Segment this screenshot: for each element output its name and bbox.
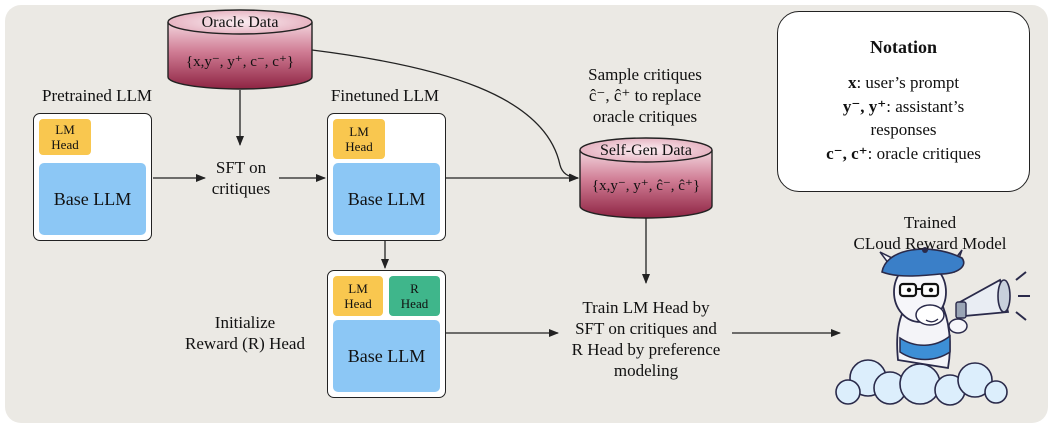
- notation-y: y⁻, y⁺: assistant’s: [778, 96, 1029, 118]
- pretrained-base-llm: Base LLM: [39, 163, 146, 235]
- reward-lm-head-line2: Head: [344, 296, 372, 311]
- oracle-data-content: {x,y⁻, y⁺, c⁻, c⁺}: [185, 54, 295, 70]
- notation-c-desc: : oracle critiques: [867, 144, 981, 163]
- pretrained-lm-head: LM Head: [39, 119, 91, 155]
- llama-with-megaphone-icon: [835, 247, 1030, 406]
- sample-step-line3: oracle critiques: [592, 107, 698, 126]
- train-step-line1: Train LM Head by: [582, 298, 710, 317]
- reward-llm-box: LM Head R Head Base LLM: [327, 270, 446, 398]
- sft-step-line2: critiques: [211, 179, 271, 198]
- arrow-oracle-to-selfgen: [311, 49, 579, 182]
- init-step-line1: Initialize: [214, 313, 276, 332]
- notation-x-desc: : user’s prompt: [856, 73, 960, 92]
- sample-step-line1: Sample critiques: [588, 65, 702, 84]
- notation-title: Notation: [870, 37, 937, 57]
- notation-box: Notation x: user’s prompt y⁻, y⁺: assist…: [777, 11, 1030, 192]
- notation-y-desc2: responses: [870, 120, 937, 139]
- notation-c: c⁻, c⁺: oracle critiques: [778, 143, 1029, 165]
- sft-step-line1: SFT on: [215, 158, 267, 177]
- notation-c-symbol: c⁻, c⁺: [826, 144, 868, 163]
- finetuned-lm-head-line1: LM: [349, 124, 369, 139]
- notation-y-desc: : assistant’s: [886, 97, 965, 116]
- pretrained-lm-head-label: LM Head: [51, 122, 79, 152]
- reward-r-head-line1: R: [410, 281, 419, 296]
- result-line1: Trained: [903, 213, 957, 232]
- sample-step-line2: ĉ⁻, ĉ⁺ to replace: [588, 86, 702, 105]
- train-step-line2: SFT on critiques and: [575, 319, 717, 338]
- finetuned-llm-box: LM Head Base LLM: [327, 113, 446, 241]
- oracle-data-title: Oracle Data: [201, 14, 279, 31]
- notation-x-symbol: x: [847, 73, 857, 92]
- finetuned-base-llm: Base LLM: [333, 163, 440, 235]
- notation-x: x: user’s prompt: [778, 72, 1029, 94]
- selfgen-data-title: Self-Gen Data: [600, 142, 692, 159]
- pretrained-llm-box: LM Head Base LLM: [33, 113, 152, 241]
- pretrained-llm-title: Pretrained LLM: [42, 86, 152, 105]
- init-step-line2: Reward (R) Head: [185, 334, 305, 353]
- reward-lm-head: LM Head: [333, 276, 383, 316]
- oracle-data-cylinder: [167, 9, 313, 90]
- finetuned-lm-head: LM Head: [333, 119, 385, 159]
- train-step-line4: modeling: [613, 361, 679, 380]
- reward-lm-head-line1: LM: [348, 281, 368, 296]
- selfgen-data-cylinder: [579, 137, 713, 219]
- reward-r-head-line2: Head: [400, 296, 429, 311]
- result-line2: CLoud Reward Model: [853, 234, 1007, 253]
- selfgen-data-content: {x,y⁻, y⁺, ĉ⁻, ĉ⁺}: [591, 178, 701, 194]
- reward-base-llm: Base LLM: [333, 320, 440, 392]
- train-step-line3: R Head by preference: [571, 340, 721, 359]
- reward-r-head: R Head: [389, 276, 440, 316]
- notation-y-symbol: y⁻, y⁺: [842, 97, 887, 116]
- finetuned-lm-head-line2: Head: [345, 139, 373, 154]
- finetuned-llm-title: Finetuned LLM: [330, 86, 440, 105]
